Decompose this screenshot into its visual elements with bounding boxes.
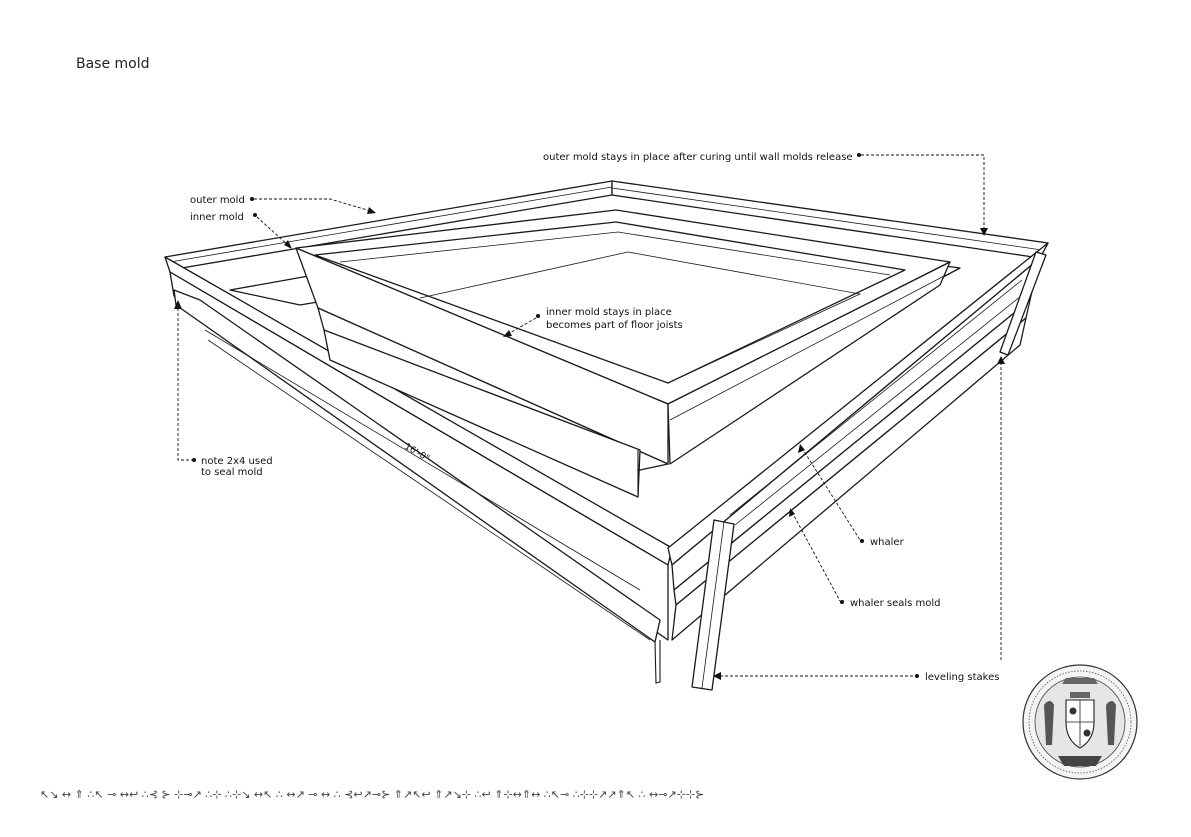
note-2x4-label-1: note 2x4 used: [201, 456, 273, 467]
outer-mold-front-left-wall: [164, 256, 673, 684]
seal-emblem: [1022, 664, 1138, 780]
outer-mold-stays-leader: [861, 154, 985, 230]
inner-mold-stays-label-2: becomes part of floor joists: [546, 320, 683, 331]
whaler-leader: [801, 447, 861, 541]
outer-mold-leader-dot: [250, 197, 254, 201]
outer-mold-front-right-wall: [667, 242, 1049, 641]
outer-mold-label: outer mold: [190, 195, 245, 206]
whaler-seals-dot: [840, 600, 844, 604]
outer-mold-stays-dot: [857, 153, 861, 157]
whaler-seals-label: whaler seals mold: [850, 598, 941, 609]
whaler-seals-leader: [791, 511, 841, 602]
whaler-label: whaler: [870, 537, 905, 548]
note-2x4-label-2: to seal mold: [201, 467, 263, 478]
leveling-stakes-label: leveling stakes: [925, 672, 999, 683]
inner-mold-leader-dot: [253, 213, 257, 217]
outer-mold-leader: [254, 198, 375, 213]
note-2x4-leader: [177, 308, 192, 461]
inner-mold-stays-dot: [536, 314, 540, 318]
outer-mold-stays-label: outer mold stays in place after curing u…: [543, 152, 853, 163]
leveling-stakes-dot: [915, 674, 919, 678]
page-title: Base mold: [76, 56, 150, 72]
note-2x4-dot: [192, 458, 196, 462]
inner-mold-leader: [256, 216, 291, 248]
leveling-stake-back: [999, 251, 1047, 356]
inner-mold-stays-leader: [507, 317, 537, 335]
inner-mold: [295, 209, 951, 498]
footer-glyph-border: ↖↘ ↔ ⇑ ∴↖ ⊸ ↔↩ ∴⊰ ⊱ ⊹⊸↗ ∴⊹ ∴⊹↘ ↔↖ ∴ ↔↗ ⊸…: [40, 788, 704, 801]
whaler-dot: [860, 539, 864, 543]
inner-mold-label: inner mold: [190, 212, 244, 223]
inner-mold-stays-label-1: inner mold stays in place: [546, 307, 672, 318]
